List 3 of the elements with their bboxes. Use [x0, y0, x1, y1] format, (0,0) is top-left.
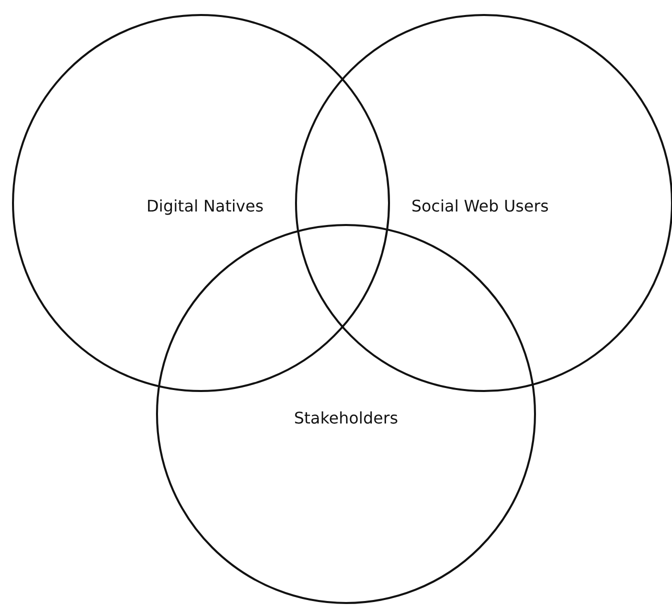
set-label: Social Web Users: [411, 196, 549, 216]
set-label: Digital Natives: [146, 196, 264, 216]
set-label: Stakeholders: [294, 408, 398, 428]
